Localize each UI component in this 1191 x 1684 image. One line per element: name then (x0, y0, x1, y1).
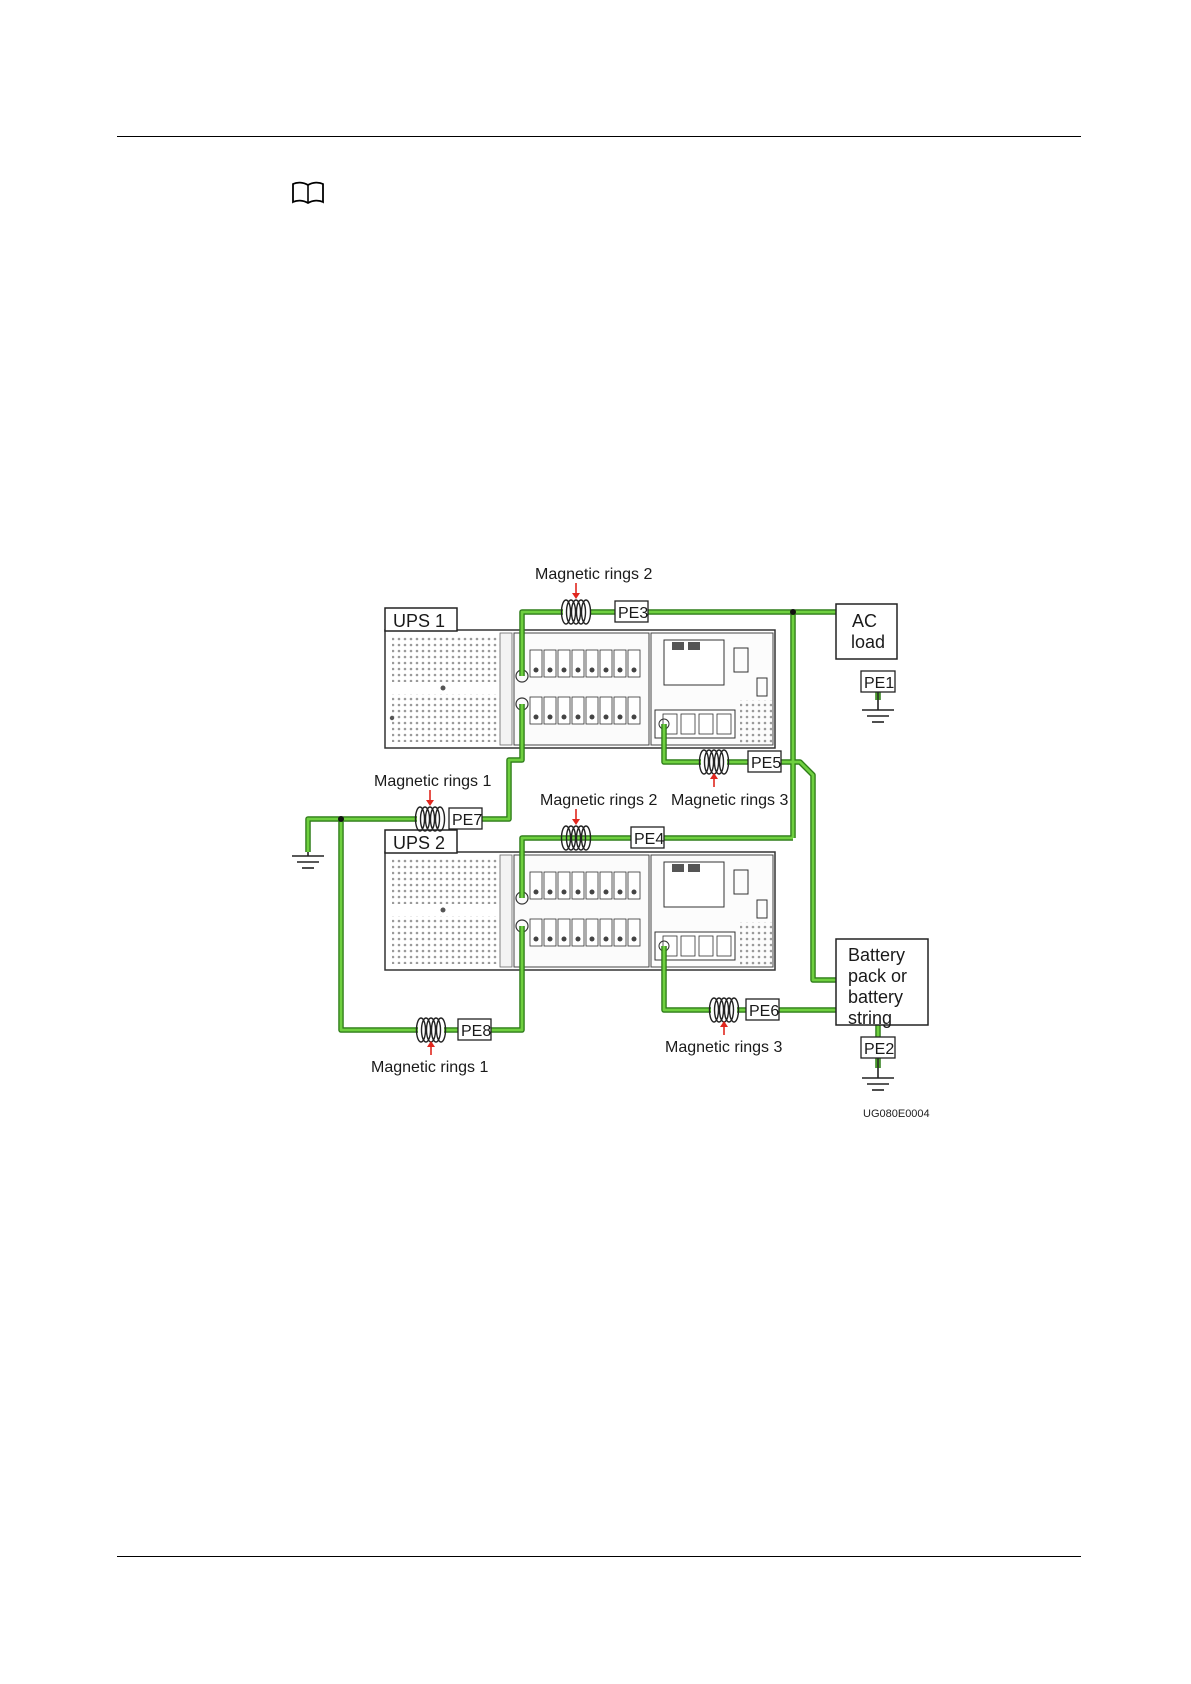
battery-line3: battery (848, 987, 903, 1007)
pe2-label: PE2 (864, 1041, 894, 1058)
ground-icon-left (292, 852, 324, 868)
ring-caption-right-ups1: Magnetic rings 3 (671, 792, 788, 809)
battery-line1: Battery (848, 945, 905, 965)
ups2-unit (385, 852, 775, 970)
pe7-label: PE7 (452, 812, 482, 829)
ups1-label: UPS 1 (393, 611, 445, 631)
ring-caption-right-ups2: Magnetic rings 3 (665, 1039, 782, 1056)
ring-caption-top-ups2: Magnetic rings 2 (540, 792, 657, 809)
battery-line4: string (848, 1008, 892, 1028)
battery-line2: pack or (848, 966, 907, 986)
pe3-label: PE3 (618, 605, 648, 622)
pe1-label: PE1 (864, 675, 894, 692)
figure-code: UG080E0004 (863, 1108, 930, 1120)
magnetic-ring-top-ups2 (562, 826, 591, 850)
magnetic-ring-bottom-ups2 (417, 1018, 446, 1042)
ups2-label: UPS 2 (393, 833, 445, 853)
ac-load-line2: load (851, 632, 885, 652)
ring-caption-bottom-ups2: Magnetic rings 1 (371, 1059, 488, 1076)
magnetic-ring-right-ups1 (700, 750, 729, 774)
ups1-unit (385, 630, 775, 748)
pe4-label: PE4 (634, 831, 664, 848)
ground-icon-ac-load (862, 692, 894, 722)
ring-caption-top-ups1: Magnetic rings 2 (535, 566, 652, 583)
pe8-label: PE8 (461, 1023, 491, 1040)
magnetic-ring-left-ups1 (416, 807, 445, 831)
pe6-label: PE6 (749, 1003, 779, 1020)
magnetic-ring-right-ups2 (710, 998, 739, 1022)
ground-icon-battery (862, 1058, 894, 1090)
ac-load-line1: AC (852, 611, 877, 631)
magnetic-ring-top-ups1 (562, 600, 591, 624)
ring-caption-left-ups1: Magnetic rings 1 (374, 773, 491, 790)
pe5-label: PE5 (751, 755, 781, 772)
